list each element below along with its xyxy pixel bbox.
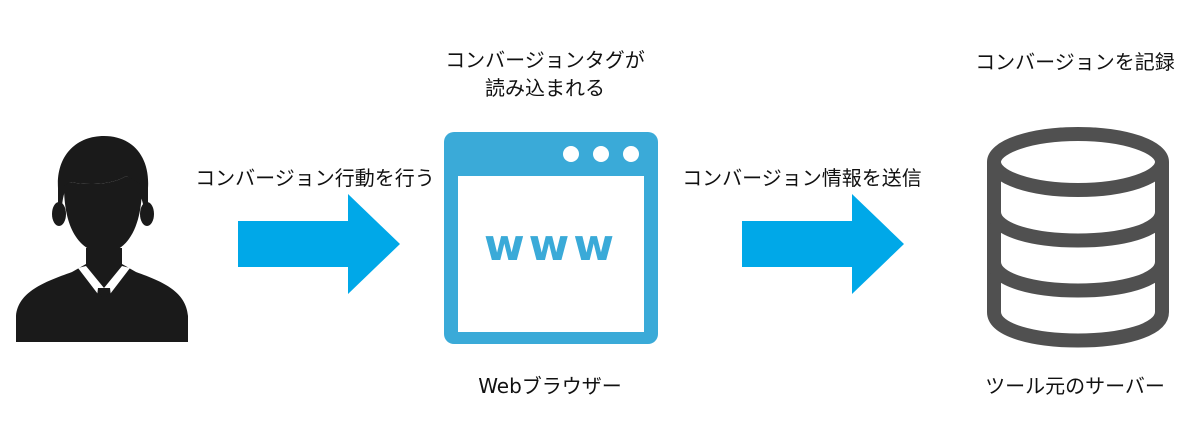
browser-tag-caption: コンバージョンタグが 読み込まれる bbox=[430, 46, 660, 102]
arrow-2 bbox=[742, 194, 904, 294]
server-record-caption: コンバージョンを記録 bbox=[975, 50, 1175, 74]
arrow-1 bbox=[238, 194, 400, 294]
browser-dot-3 bbox=[623, 146, 639, 162]
server-name: ツール元のサーバー bbox=[985, 374, 1165, 398]
database-icon bbox=[987, 127, 1169, 348]
browser-tag-caption-line-1: コンバージョンタグが bbox=[445, 48, 645, 72]
arrow-2-label: コンバージョン情報を送信 bbox=[682, 166, 922, 190]
browser-window: www bbox=[444, 132, 658, 344]
arrow-1-label: コンバージョン行動を行う bbox=[195, 166, 435, 190]
browser-dot-2 bbox=[593, 146, 609, 162]
browser-tag-caption-line-2: 読み込まれる bbox=[485, 76, 605, 100]
browser-name: Webブラウザー bbox=[478, 374, 622, 398]
browser-www-text: www bbox=[484, 220, 618, 271]
user-icon bbox=[16, 136, 188, 342]
browser-dot-1 bbox=[563, 146, 579, 162]
